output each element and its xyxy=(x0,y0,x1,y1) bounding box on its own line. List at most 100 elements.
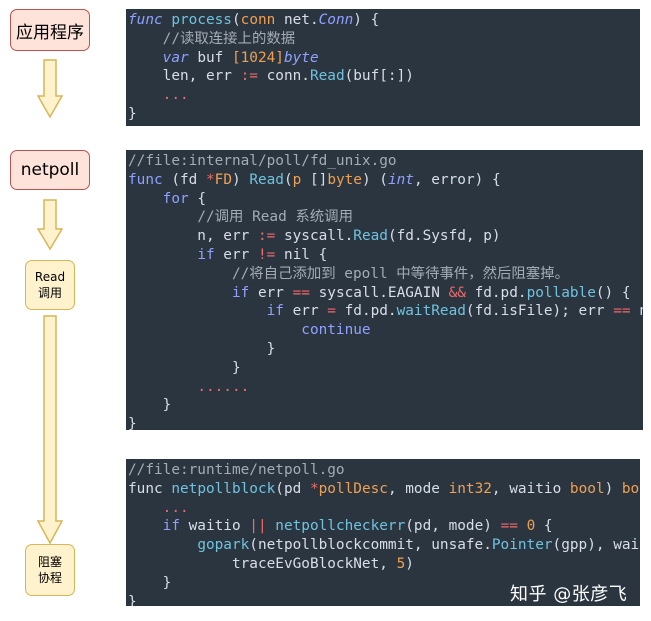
code-line: ... xyxy=(128,499,640,518)
code-token: process xyxy=(171,12,232,28)
code-token: , waitio xyxy=(491,480,570,497)
code-token: } xyxy=(128,340,276,357)
code-line: if err = fd.pd.waitRead(fd.isFile); err … xyxy=(128,302,643,321)
code-token: err xyxy=(214,246,258,263)
code-token: Conn xyxy=(318,12,354,28)
code-token: if xyxy=(231,284,250,301)
code-token: for xyxy=(162,190,189,207)
read-call-label-line2: 调用 xyxy=(37,286,62,300)
code-token: int32 xyxy=(448,480,492,497)
code-token: (gpp), waitReasonIOWait, xyxy=(552,537,640,554)
code-token: continue xyxy=(301,322,371,339)
code-line: gopark(netpollblockcommit, unsafe.Pointe… xyxy=(128,536,640,555)
code-token: int xyxy=(387,171,414,188)
code-token: fd.pd. xyxy=(335,303,397,320)
code-token: (fd.isFile); err xyxy=(465,303,614,320)
code-token: * xyxy=(205,171,215,188)
code-token: netpollcheckerr xyxy=(275,518,406,535)
code-line: ...... xyxy=(128,378,643,397)
process-code-panel: func process(conn net.Conn) { //读取连接上的数据… xyxy=(126,9,640,126)
code-token: := xyxy=(257,228,276,245)
app-stage-box: 应用程序 xyxy=(10,9,90,51)
code-token xyxy=(128,266,232,282)
code-token: byte xyxy=(327,171,362,188)
code-token: ...... xyxy=(197,378,250,395)
code-token: ( xyxy=(231,12,241,28)
code-token: if xyxy=(162,518,180,535)
code-token xyxy=(128,500,163,516)
code-token: != xyxy=(257,246,276,263)
zhihu-watermark: 知乎 @张彦飞 xyxy=(510,584,628,605)
code-token: netpollblock xyxy=(171,480,276,497)
code-line: //调用 Read 系统调用 xyxy=(128,208,643,227)
code-token: //读取连接上的数据 xyxy=(162,30,296,47)
code-token: func xyxy=(128,171,163,188)
code-token: err xyxy=(249,284,293,301)
code-token xyxy=(128,379,197,395)
code-line: //file:runtime/netpoll.go xyxy=(128,461,640,480)
code-token: } xyxy=(128,416,137,430)
app-stage-label: 应用程序 xyxy=(16,22,84,43)
code-token: && xyxy=(448,284,466,301)
code-token: () { xyxy=(595,284,631,301)
code-token: (netpollblockcommit, unsafe. xyxy=(249,537,492,554)
code-token: bool xyxy=(569,480,605,497)
code-token: waitRead xyxy=(396,303,466,320)
code-token: pollable xyxy=(526,284,596,301)
code-token xyxy=(128,87,163,103)
code-token: (pd xyxy=(275,480,310,497)
code-token: traceEvGoBlockNet, xyxy=(128,555,397,572)
code-token: n, err xyxy=(128,228,258,245)
code-token: ) xyxy=(405,555,414,572)
code-token: == xyxy=(613,303,631,320)
read-call-label-line1: Read xyxy=(34,270,66,284)
code-line: ... xyxy=(128,86,640,105)
code-token xyxy=(128,518,163,534)
code-token: (buf[:]) xyxy=(344,68,414,85)
code-token: { xyxy=(188,190,206,207)
code-line: n, err := syscall.Read(fd.Sysfd, p) xyxy=(128,227,643,246)
code-token xyxy=(128,50,163,66)
code-token: //调用 Read 系统调用 xyxy=(197,209,353,226)
code-line: len, err := conn.Read(buf[:]) xyxy=(128,67,640,86)
code-token: = xyxy=(327,303,336,320)
code-token: FD xyxy=(214,171,232,188)
code-line: var buf [1024]byte xyxy=(128,49,640,68)
code-line: //读取连接上的数据 xyxy=(128,30,640,49)
code-token: p xyxy=(292,171,302,188)
code-token: , mode xyxy=(387,480,449,497)
code-token: fd.pd. xyxy=(465,284,527,301)
netpoll-stage-box: netpoll xyxy=(10,150,90,190)
code-token: ) ( xyxy=(361,171,388,188)
code-token: nil { xyxy=(631,303,643,319)
code-token xyxy=(128,191,163,207)
code-token: len, err xyxy=(128,68,241,85)
code-line: if err != nil { xyxy=(128,246,643,265)
code-token: Pointer xyxy=(491,537,553,554)
block-coroutine-label-line1: 阻塞 xyxy=(37,555,62,569)
code-line: } xyxy=(128,105,640,124)
code-token: == xyxy=(500,518,518,535)
code-token xyxy=(128,303,267,319)
code-token: conn xyxy=(240,12,276,28)
code-line: traceEvGoBlockNet, 5) xyxy=(128,555,640,574)
code-token: } xyxy=(128,105,137,122)
code-token: syscall. xyxy=(275,228,354,245)
code-token: syscall.EAGAIN xyxy=(309,284,449,301)
code-line: } xyxy=(128,396,643,415)
code-token: * xyxy=(309,480,319,497)
block-coroutine-label-line2: 协程 xyxy=(37,571,62,585)
code-token: waitio xyxy=(179,518,250,535)
code-line: func process(conn net.Conn) { xyxy=(128,11,640,30)
code-token: pollDesc xyxy=(318,480,388,497)
code-token: (fd.Sysfd, p) xyxy=(387,228,501,245)
code-token: buf xyxy=(188,49,232,66)
code-token: conn. xyxy=(257,68,310,85)
code-line: } xyxy=(128,340,643,359)
code-line: if err == syscall.EAGAIN && fd.pd.pollab… xyxy=(128,284,643,303)
read-call-box: Read 调用 xyxy=(25,260,75,310)
code-line: func netpollblock(pd *pollDesc, mode int… xyxy=(128,480,640,499)
code-token xyxy=(128,31,163,47)
code-token: == xyxy=(292,284,310,301)
code-line: func (fd *FD) Read(p []byte) (int, error… xyxy=(128,171,643,190)
